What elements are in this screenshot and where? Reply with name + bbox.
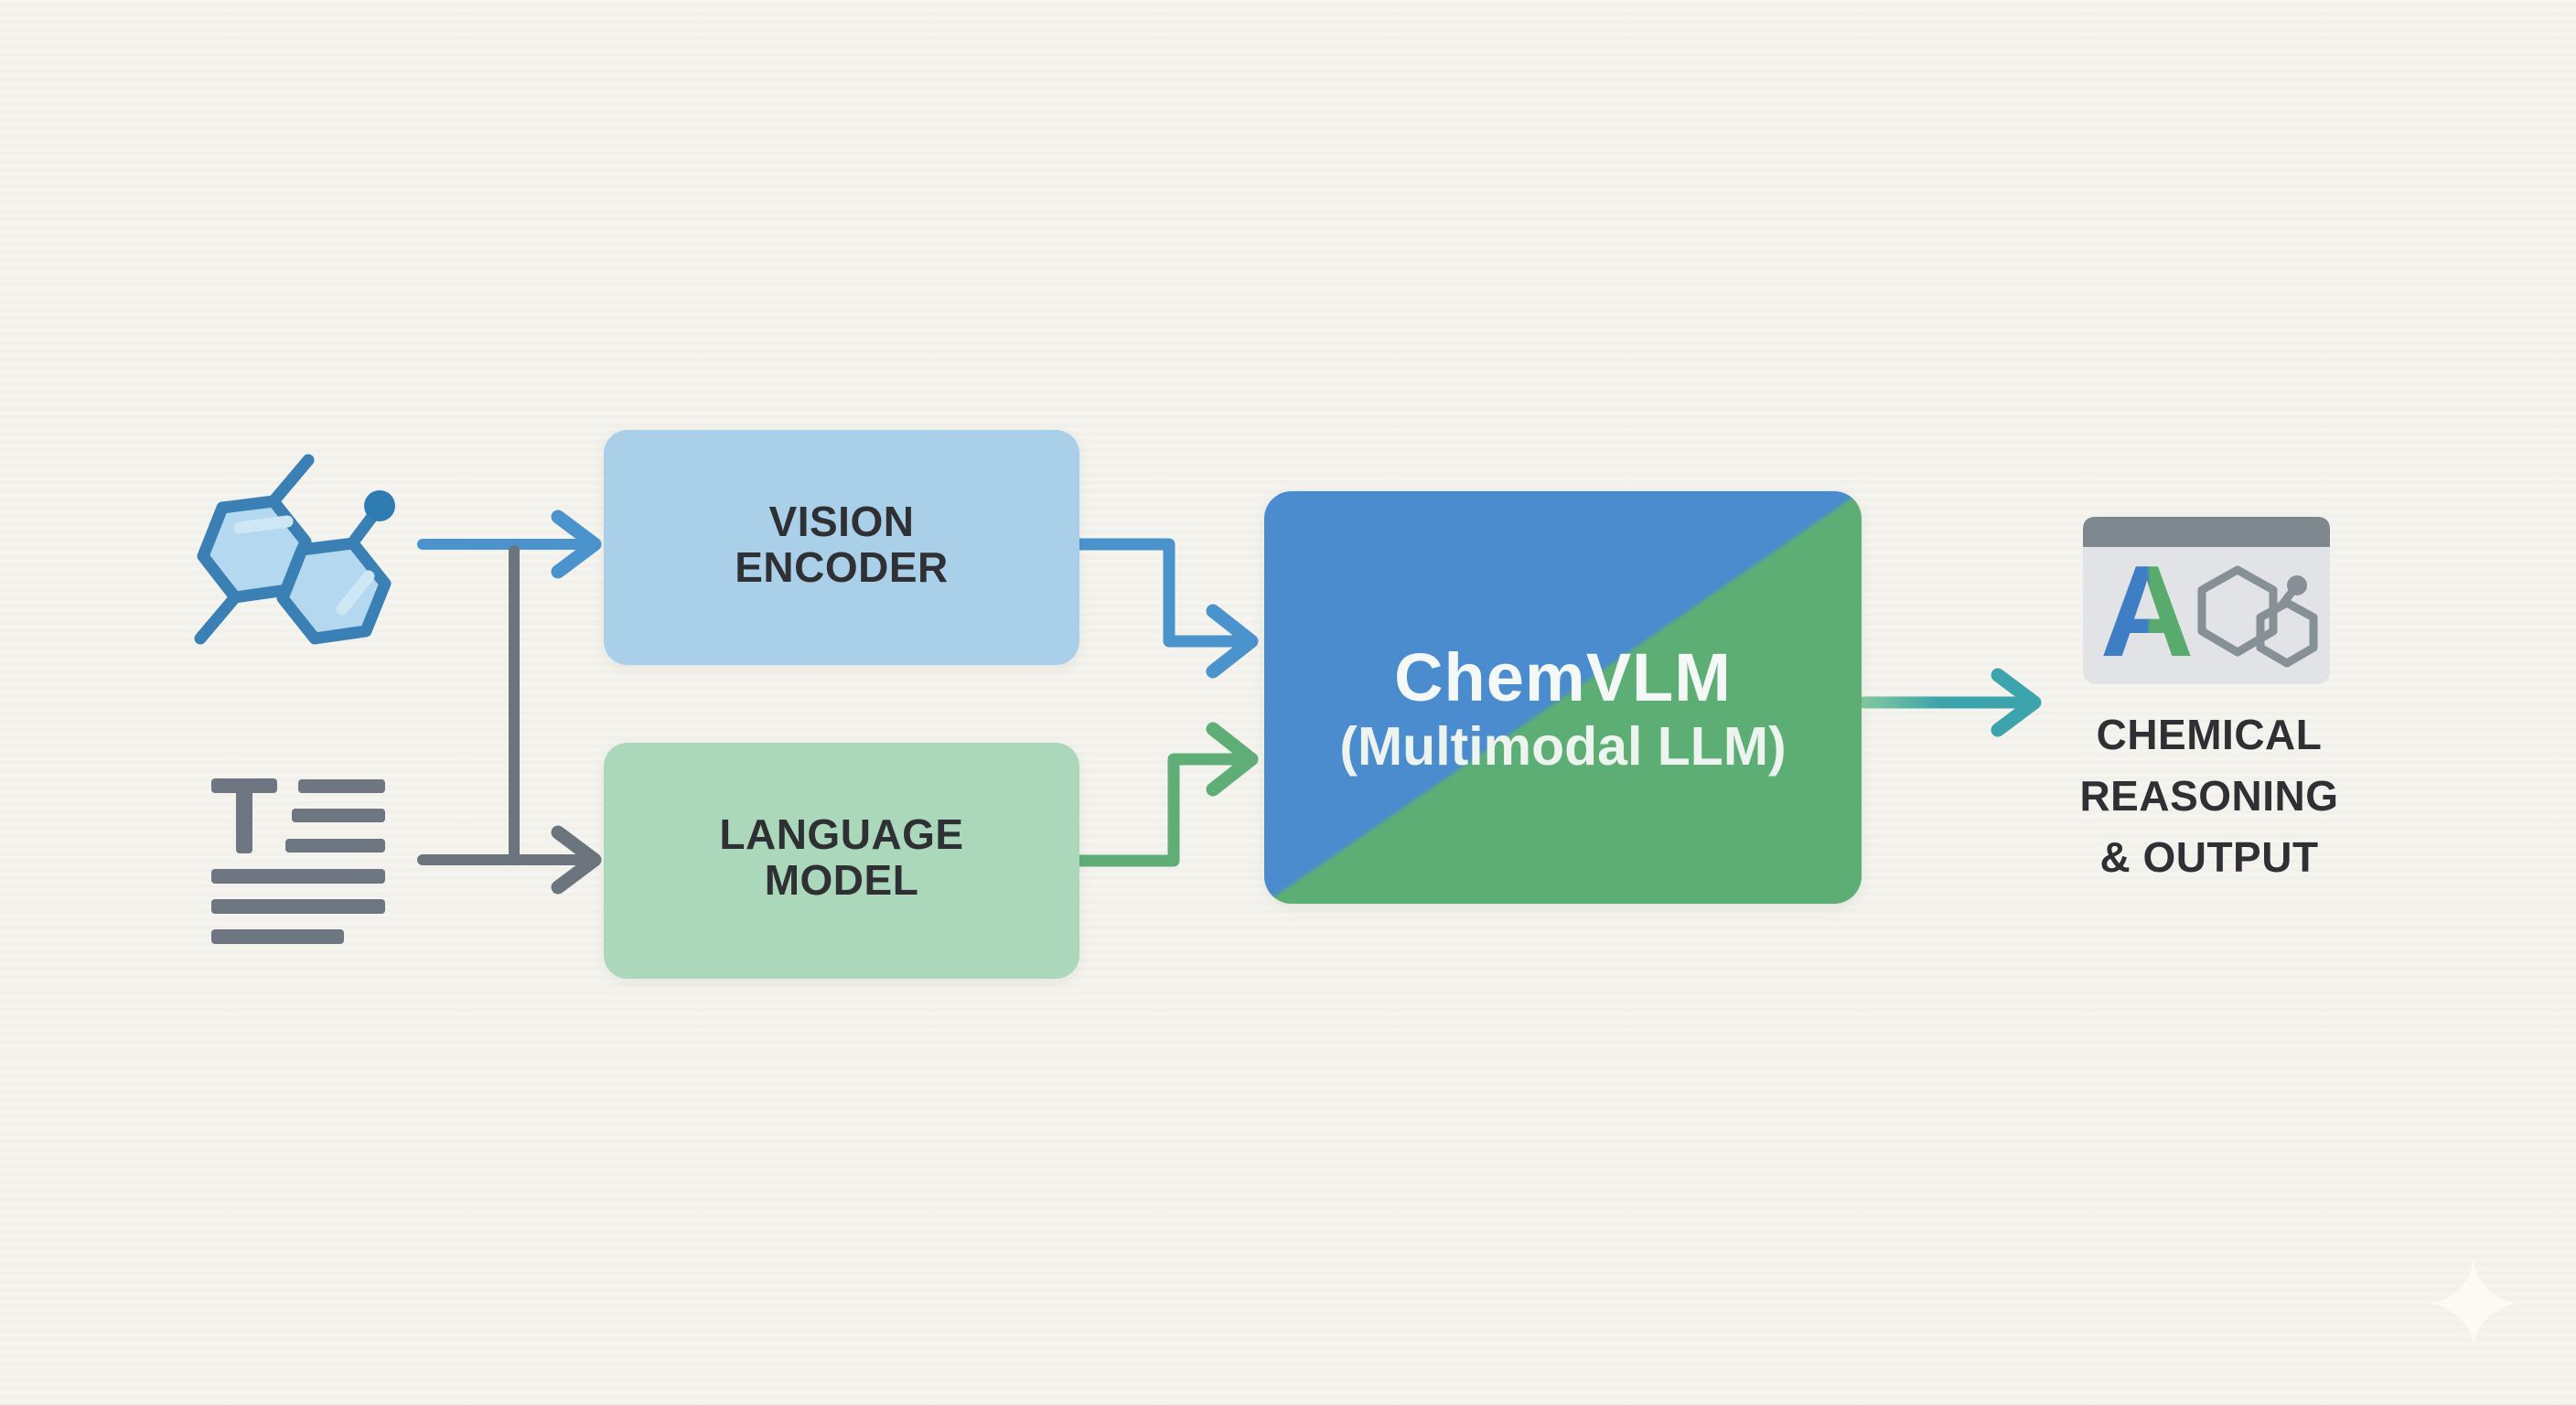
language-model-label: LANGUAGE MODEL	[719, 811, 963, 903]
language-model-label-line1: LANGUAGE	[719, 810, 964, 858]
arrowhead-icon	[1991, 668, 2042, 737]
arrowhead-icon	[1206, 604, 1259, 679]
result-window-icon: A	[2083, 517, 2330, 684]
chemvlm-subtitle: (Multimodal LLM)	[1339, 715, 1787, 777]
window-titlebar	[2083, 517, 2330, 547]
chemvlm-label: ChemVLM (Multimodal LLM)	[1339, 638, 1787, 777]
output-molecule-glyph	[2197, 565, 2318, 668]
arrowhead-icon	[551, 509, 602, 579]
vision-encoder-label-line2: ENCODER	[735, 542, 949, 591]
arrow-chemvlm-to-output	[1858, 668, 2042, 737]
arrowhead-icon	[1206, 722, 1259, 797]
arrow-language-model-to-chemvlm	[1074, 722, 1259, 867]
arrow-text-to-language-model	[417, 825, 602, 895]
output-letter: A	[2100, 539, 2195, 684]
molecule-icon	[194, 454, 395, 645]
output-caption: CHEMICAL REASONING & OUTPUT	[2008, 704, 2410, 888]
chemvlm-box: ChemVLM (Multimodal LLM)	[1264, 491, 1862, 904]
language-model-box: LANGUAGE MODEL	[604, 743, 1079, 979]
text-document-icon	[211, 778, 385, 944]
sparkle-icon	[2430, 1260, 2517, 1347]
vision-encoder-box: VISION ENCODER	[604, 430, 1079, 665]
language-model-label-line2: MODEL	[764, 856, 919, 904]
output-caption-line2: REASONING	[2079, 772, 2339, 820]
arrow-vision-encoder-to-chemvlm	[1074, 538, 1259, 679]
output-caption-line1: CHEMICAL	[2096, 711, 2323, 758]
arrow-image-to-vision-encoder	[417, 509, 602, 579]
vision-encoder-label: VISION ENCODER	[735, 499, 949, 590]
chemvlm-title: ChemVLM	[1394, 638, 1732, 715]
output-caption-line3: & OUTPUT	[2099, 833, 2319, 881]
arrowhead-icon	[551, 825, 602, 895]
vision-encoder-label-line1: VISION	[768, 497, 915, 545]
